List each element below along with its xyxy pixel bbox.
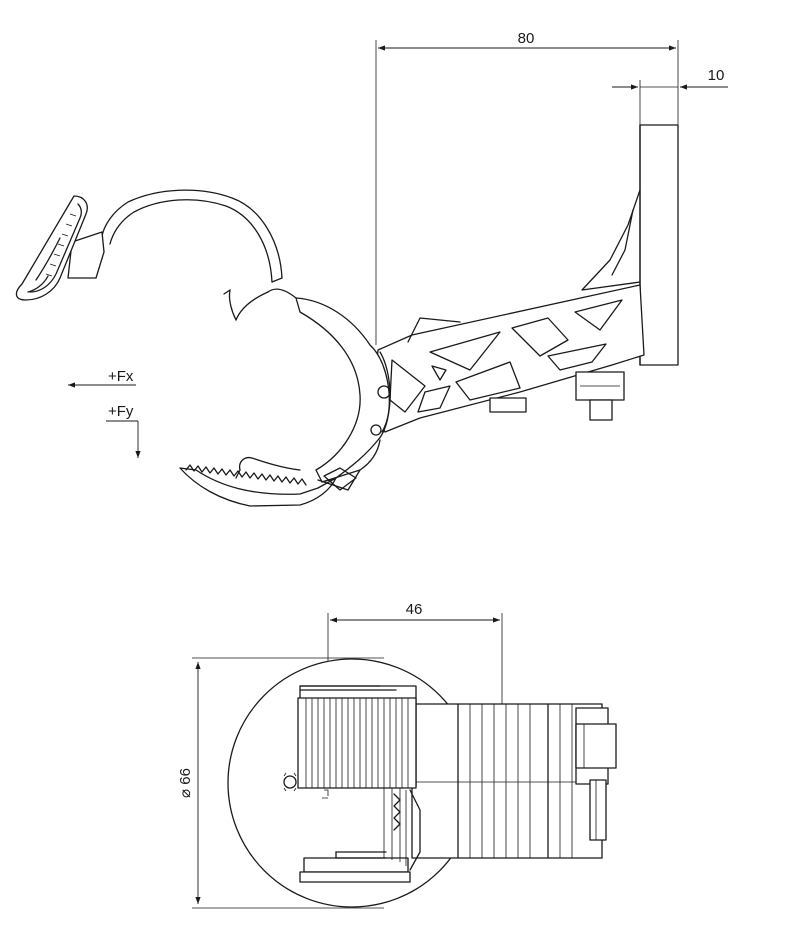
- force-fy-label: +Fy: [108, 403, 134, 420]
- mount-body: [411, 703, 617, 859]
- mounting-plate: [639, 124, 679, 366]
- force-fx-label: +Fx: [108, 368, 134, 385]
- top-view: 46 ⌀ 66: [177, 601, 617, 909]
- mounting-hole: [283, 772, 329, 799]
- side-view: 80 10: [15, 30, 728, 507]
- clamp-strap: [101, 189, 283, 283]
- force-fx: +Fx: [68, 368, 136, 388]
- clamp-arm-bottom: [299, 788, 460, 883]
- release-lever: [15, 195, 105, 301]
- dimension-46-label: 46: [406, 601, 423, 618]
- dimension-10: 10: [612, 67, 728, 125]
- support-gusset: [581, 189, 641, 291]
- dimension-diameter-label: ⌀ 66: [177, 768, 194, 798]
- force-fy: +Fy: [106, 403, 141, 458]
- knurled-knob: [297, 685, 417, 789]
- dimension-80-label: 80: [518, 30, 535, 47]
- dimension-10-label: 10: [708, 67, 725, 84]
- dimension-diameter-66: ⌀ 66: [177, 657, 384, 909]
- support-arm: [371, 284, 645, 433]
- dimension-80: 80: [375, 30, 679, 345]
- clamp-ring: [179, 288, 391, 507]
